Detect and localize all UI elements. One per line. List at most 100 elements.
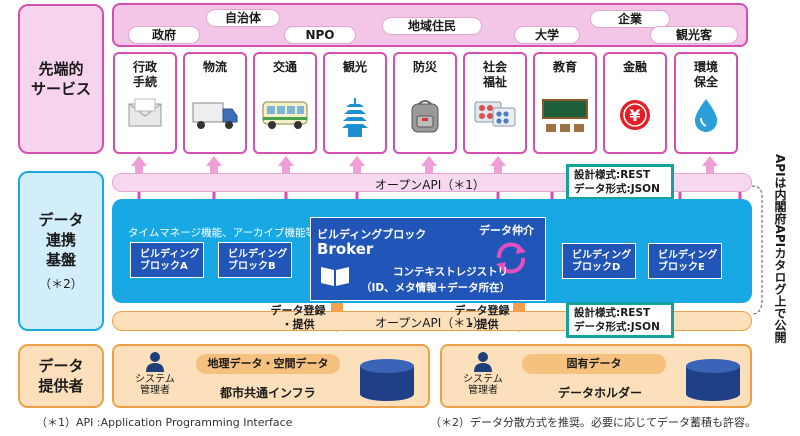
footnote-distributed: （＊2）データ分散方式を推奨。必要に応じてデータ蓄積も許容。: [430, 416, 756, 429]
building-block-b: ビルディング ブロックB: [218, 242, 292, 278]
stakeholder-pill: NPO: [284, 26, 356, 44]
row-label-line: 連携: [45, 230, 76, 249]
admin-line: 管理者: [468, 385, 498, 396]
provider-name: データホルダー: [558, 386, 643, 400]
stakeholder-pill: 企業: [590, 10, 670, 28]
context-registry-label: コンテキストレジストリ: [393, 266, 509, 278]
open-api-upper-label: オープンAPI（＊1）: [375, 178, 485, 192]
open-api-lower-label: オープンAPI（＊1）: [375, 316, 485, 330]
provider-data-tag: 地理データ・空間データ: [196, 354, 340, 374]
platform-functions: タイムマネージ機能、アーカイブ機能等: [128, 227, 316, 239]
spec-box-upper: 設計様式:REST データ形式:JSON: [566, 164, 674, 200]
row-label-platform: データ 連携 基盤 （＊2）: [18, 171, 104, 331]
data-flow-label-left: データ登録 ・提供: [268, 304, 328, 332]
service-label: 社会: [482, 60, 507, 74]
service-label: 交通: [272, 60, 297, 74]
row-label-line: サービス: [30, 80, 91, 98]
footnote-api: （＊1）API :Application Programming Interfa…: [36, 416, 293, 429]
service-label: 環境: [693, 60, 718, 74]
block-label: ブロックD: [572, 262, 621, 273]
blackboard-icon: [542, 99, 588, 132]
broker-caption: ビルディングブロック: [317, 228, 427, 241]
provider-city-infrastructure: システム 管理者 地理データ・空間データ 都市共通インフラ: [112, 344, 430, 408]
book-icon: [321, 267, 349, 286]
admin-line: システム: [135, 374, 175, 385]
data-flow-line: データ登録: [454, 304, 510, 317]
building-block-d: ビルディング ブロックD: [562, 243, 636, 279]
building-block-a: ビルディング ブロックA: [130, 242, 204, 278]
refresh-cycle-icon: [496, 242, 526, 274]
service-card-education: 教育: [533, 52, 597, 154]
broker-name: Broker: [317, 240, 374, 258]
stakeholder-pill: 自治体: [206, 9, 280, 27]
spec-format: データ形式:JSON: [574, 321, 660, 333]
row-label-line: 先端的: [38, 59, 84, 78]
data-flow-label-right: データ登録 ・提供: [452, 304, 512, 332]
provider-data-tag: 固有データ: [522, 354, 666, 374]
service-label: 保全: [693, 75, 718, 89]
svg-text:¥: ¥: [629, 106, 640, 125]
row-label-services: 先端的 サービス: [18, 4, 104, 154]
data-flow-line: ・提供: [465, 318, 499, 331]
service-label: 教育: [552, 60, 577, 74]
row-label-line: 提供者: [38, 377, 84, 395]
service-card-environment: 環境保全: [674, 52, 738, 154]
service-card-administration: 行政手続: [113, 52, 177, 154]
service-label: 行政: [132, 60, 157, 74]
system-admin-label: システム 管理者: [460, 374, 506, 396]
database-icon: [686, 359, 740, 401]
pagoda-icon: [342, 98, 368, 137]
yen-icon: ¥: [620, 100, 650, 130]
block-label: ブロックE: [658, 262, 705, 273]
service-label: 手続: [132, 75, 157, 89]
service-label: 防災: [412, 60, 437, 74]
service-label: 観光: [342, 60, 367, 74]
system-admin-label: システム 管理者: [132, 374, 178, 396]
row-label-line: データ: [38, 356, 84, 375]
block-label: ビルディング: [658, 250, 718, 261]
service-card-tourism: 観光: [323, 52, 387, 154]
truck-icon: [192, 102, 238, 129]
block-label: ビルディング: [140, 249, 200, 260]
row-label-line: データ: [38, 210, 84, 229]
pills-icon: [474, 101, 516, 127]
service-card-logistics: 物流: [183, 52, 247, 154]
provider-data-holder: システム 管理者 固有データ データホルダー: [440, 344, 752, 408]
provider-name: 都市共通インフラ: [220, 386, 316, 400]
service-card-finance: 金融 ¥: [603, 52, 667, 154]
block-label: ブロックB: [228, 261, 276, 272]
row-label-providers: データ 提供者: [18, 344, 104, 408]
spec-format: データ形式:JSON: [574, 183, 660, 195]
envelope-icon: [128, 98, 162, 127]
block-label: ブロックA: [140, 261, 188, 272]
data-flow-line: ・提供: [281, 318, 315, 331]
block-label: ビルディング: [572, 250, 632, 261]
stakeholder-pill: 地域住民: [382, 17, 482, 35]
spec-style: 設計様式:REST: [574, 307, 651, 319]
bus-icon: [262, 101, 308, 129]
data-flow-line: データ登録: [270, 304, 326, 317]
backpack-icon: [411, 100, 439, 133]
service-card-transport: 交通: [253, 52, 317, 154]
spec-style: 設計様式:REST: [574, 169, 651, 181]
database-icon: [360, 359, 414, 401]
broker-block: ビルディングブロック Broker データ仲介 コンテキストレジストリ （ID、…: [310, 217, 546, 301]
stakeholder-pill: 観光客: [650, 26, 738, 44]
data-platform: タイムマネージ機能、アーカイブ機能等 ビルディング ブロックA ビルディング ブ…: [112, 199, 752, 303]
service-label: 物流: [202, 60, 227, 74]
building-block-e: ビルディング ブロックE: [648, 243, 722, 279]
row-label-line: 基盤: [45, 251, 76, 270]
admin-person-icon: [474, 352, 492, 372]
service-label: 福祉: [482, 75, 507, 89]
stakeholder-pill: 政府: [128, 26, 200, 44]
service-card-disaster-prevention: 防災: [393, 52, 457, 154]
admin-line: システム: [463, 374, 503, 385]
admin-line: 管理者: [140, 385, 170, 396]
row-label-note: （＊2）: [39, 277, 83, 292]
block-label: ビルディング: [228, 249, 288, 260]
stakeholder-band: 自治体 政府 NPO 地域住民 大学 企業 観光客: [112, 3, 748, 47]
service-card-social-welfare: 社会福祉: [463, 52, 527, 154]
api-catalog-note: APIは内閣府APIカタログ上で公開: [773, 154, 787, 344]
service-label: 金融: [622, 60, 647, 74]
spec-box-lower: 設計様式:REST データ形式:JSON: [566, 302, 674, 338]
